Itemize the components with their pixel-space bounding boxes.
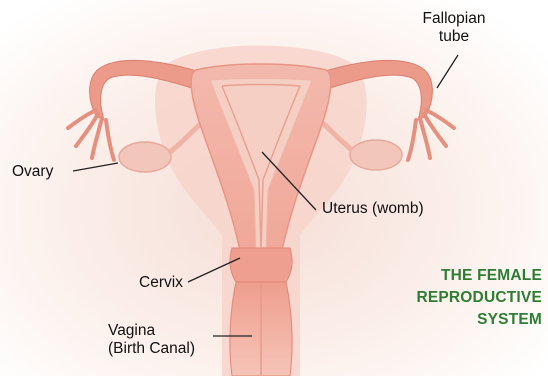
diagram-title: THE FEMALE REPRODUCTIVE SYSTEM: [416, 265, 542, 331]
fallopian-tube-label-line1: Fallopian: [423, 10, 486, 27]
vagina-label-line2: (Birth Canal): [108, 340, 195, 357]
left-fimbriae-shape: [68, 110, 114, 160]
title-line2: REPRODUCTIVE: [416, 287, 542, 309]
title-line1: THE FEMALE: [416, 265, 542, 287]
right-fimbriae-shape: [408, 110, 454, 160]
cervix-shape: [230, 248, 292, 282]
label-fallopian-tube: Fallopian tube: [406, 10, 502, 46]
vagina-label-line1: Vagina: [108, 322, 155, 339]
right-ovary-shape: [350, 140, 402, 170]
title-line3: SYSTEM: [416, 309, 542, 331]
label-ovary: Ovary: [12, 163, 53, 181]
fallopian-tube-label-line2: tube: [439, 28, 469, 45]
ovary-leader-line: [73, 163, 118, 171]
left-ovary-shape: [119, 142, 171, 172]
fallopian-tube-leader-line: [437, 55, 458, 88]
label-vagina: Vagina (Birth Canal): [108, 322, 195, 358]
label-uterus: Uterus (womb): [322, 200, 424, 218]
label-cervix: Cervix: [139, 274, 183, 292]
